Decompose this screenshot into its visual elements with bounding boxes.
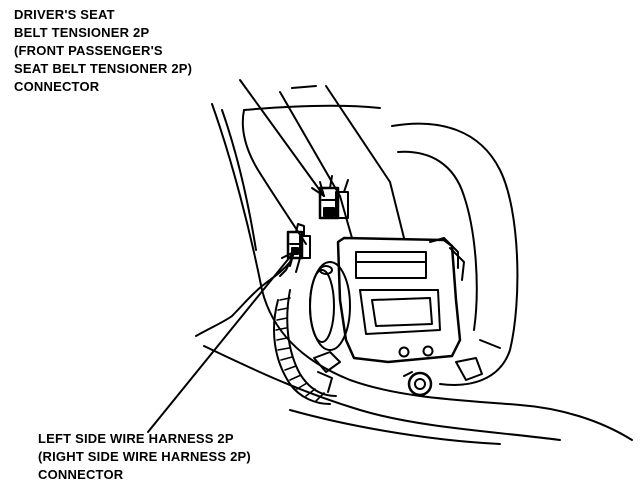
harness-connector-callout: LEFT SIDE WIRE HARNESS 2P (RIGHT SIDE WI… — [38, 430, 251, 484]
belt-reel-strap — [273, 289, 337, 405]
panel-lower-sweep — [203, 345, 561, 441]
callout-bottom-line-3: CONNECTOR — [38, 467, 124, 482]
pillar-right-inner — [397, 150, 478, 331]
bottom-leader-line — [147, 251, 295, 433]
panel-lower-edge — [289, 409, 501, 445]
callout-bottom-line-2: (RIGHT SIDE WIRE HARNESS 2P) — [38, 449, 251, 464]
body-panel-outline — [211, 103, 633, 441]
bottom-leader-arrowhead — [281, 251, 295, 267]
belt-webbing-top — [291, 85, 317, 89]
top-leader-line — [239, 79, 325, 197]
anchor-plate — [455, 339, 501, 381]
tensioner-connector-callout: DRIVER'S SEAT BELT TENSIONER 2P (FRONT P… — [14, 6, 192, 96]
callout-top-line-4: SEAT BELT TENSIONER 2P) — [14, 61, 193, 76]
pillar-right-frame — [391, 122, 519, 386]
tensioner-connector — [318, 175, 349, 220]
callout-top-line-1: DRIVER'S SEAT — [14, 7, 115, 22]
lower-clip — [313, 351, 341, 393]
callout-top-line-5: CONNECTOR — [14, 79, 100, 94]
callout-top-line-2: BELT TENSIONER 2P — [14, 25, 150, 40]
pillar-trim-top — [243, 104, 381, 111]
retractor-spool — [309, 261, 351, 351]
belt-webbing-left — [279, 91, 353, 239]
retractor-housing — [336, 236, 465, 364]
callout-top-line-3: (FRONT PASSENGER'S — [14, 43, 163, 58]
harness-connector — [279, 223, 311, 277]
callout-bottom-line-1: LEFT SIDE WIRE HARNESS 2P — [38, 431, 234, 446]
belt-webbing-right — [325, 85, 405, 239]
top-leader-arrowhead — [311, 181, 325, 197]
mounting-bolt — [403, 371, 433, 397]
body-panel-inner-edge — [221, 109, 257, 251]
